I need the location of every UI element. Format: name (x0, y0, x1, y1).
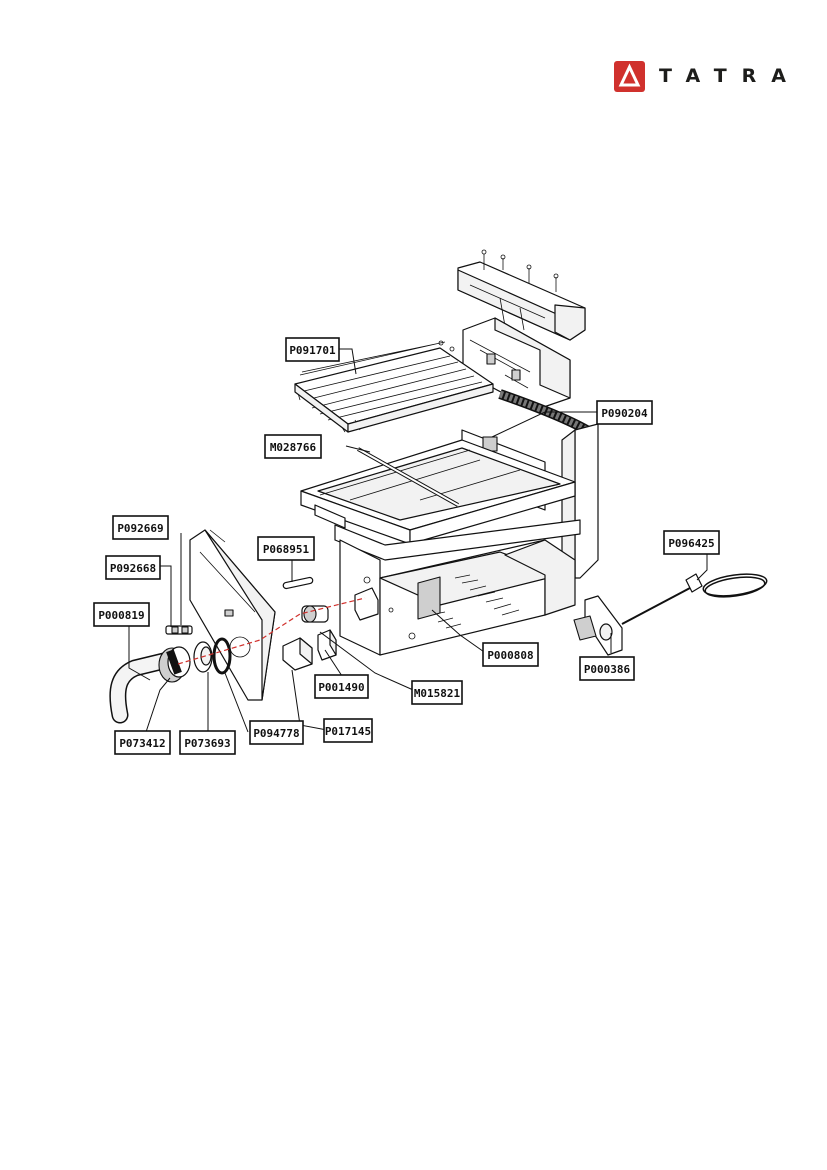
gasket-part (212, 637, 232, 675)
callout-text: P073693 (184, 737, 230, 750)
callout-P092669: P092669 (112, 515, 169, 540)
callout-text: P068951 (263, 543, 310, 556)
terminal-block-part (317, 629, 337, 661)
triangle-logo-icon (614, 60, 645, 92)
callout-text: P000819 (98, 609, 144, 622)
callout-text: P096425 (668, 537, 714, 550)
control-knob-part (158, 646, 191, 683)
grill-grate-part (294, 341, 494, 433)
valve-assembly-part (282, 576, 379, 623)
callout-P000819: P000819 (93, 602, 150, 627)
callout-text: P073412 (119, 737, 165, 750)
brand-name: TATRA (659, 65, 802, 87)
main-body-part (300, 423, 599, 656)
callout-P068951: P068951 (257, 536, 315, 561)
callout-P000386: P000386 (579, 656, 635, 681)
callout-P096425: P096425 (663, 530, 720, 555)
top-cover-part (457, 249, 586, 341)
callout-P001490: P001490 (314, 674, 369, 699)
callout-P091701: P091701 (285, 337, 340, 362)
callout-text: M028766 (270, 441, 317, 454)
scraper-rod-part (357, 447, 459, 507)
callout-text: P091701 (289, 344, 336, 357)
callout-M028766: M028766 (264, 434, 322, 459)
callout-P073412: P073412 (114, 730, 171, 755)
callout-P017145: P017145 (323, 718, 373, 743)
callout-text: P001490 (318, 681, 364, 694)
callout-text: P000808 (487, 649, 533, 662)
leader-lines (128, 348, 708, 742)
callout-text: P017145 (325, 725, 371, 738)
brand-logo: TATRA (614, 60, 801, 92)
callout-text: M015821 (414, 687, 461, 700)
switch-part (573, 595, 623, 656)
control-panel-part (189, 529, 276, 701)
callout-text: P094778 (253, 727, 299, 740)
callout-text: P000386 (584, 663, 631, 676)
pilot-lamps-part (165, 625, 193, 635)
callout-M015821: M015821 (411, 680, 463, 705)
power-cord-part (621, 573, 768, 625)
callout-P090204: P090204 (596, 400, 653, 425)
handle-part (109, 651, 177, 724)
callout-P073693: P073693 (179, 730, 236, 755)
callout-P092668: P092668 (105, 555, 161, 580)
thermostat-part (282, 637, 313, 671)
rear-bracket-part (438, 317, 571, 411)
callout-text: P092668 (110, 562, 156, 575)
callout-text: P090204 (601, 407, 648, 420)
assembly-axis (177, 597, 366, 665)
callout-text: P092669 (117, 522, 163, 535)
callout-P094778: P094778 (249, 720, 304, 745)
callout-P000808: P000808 (482, 642, 539, 667)
